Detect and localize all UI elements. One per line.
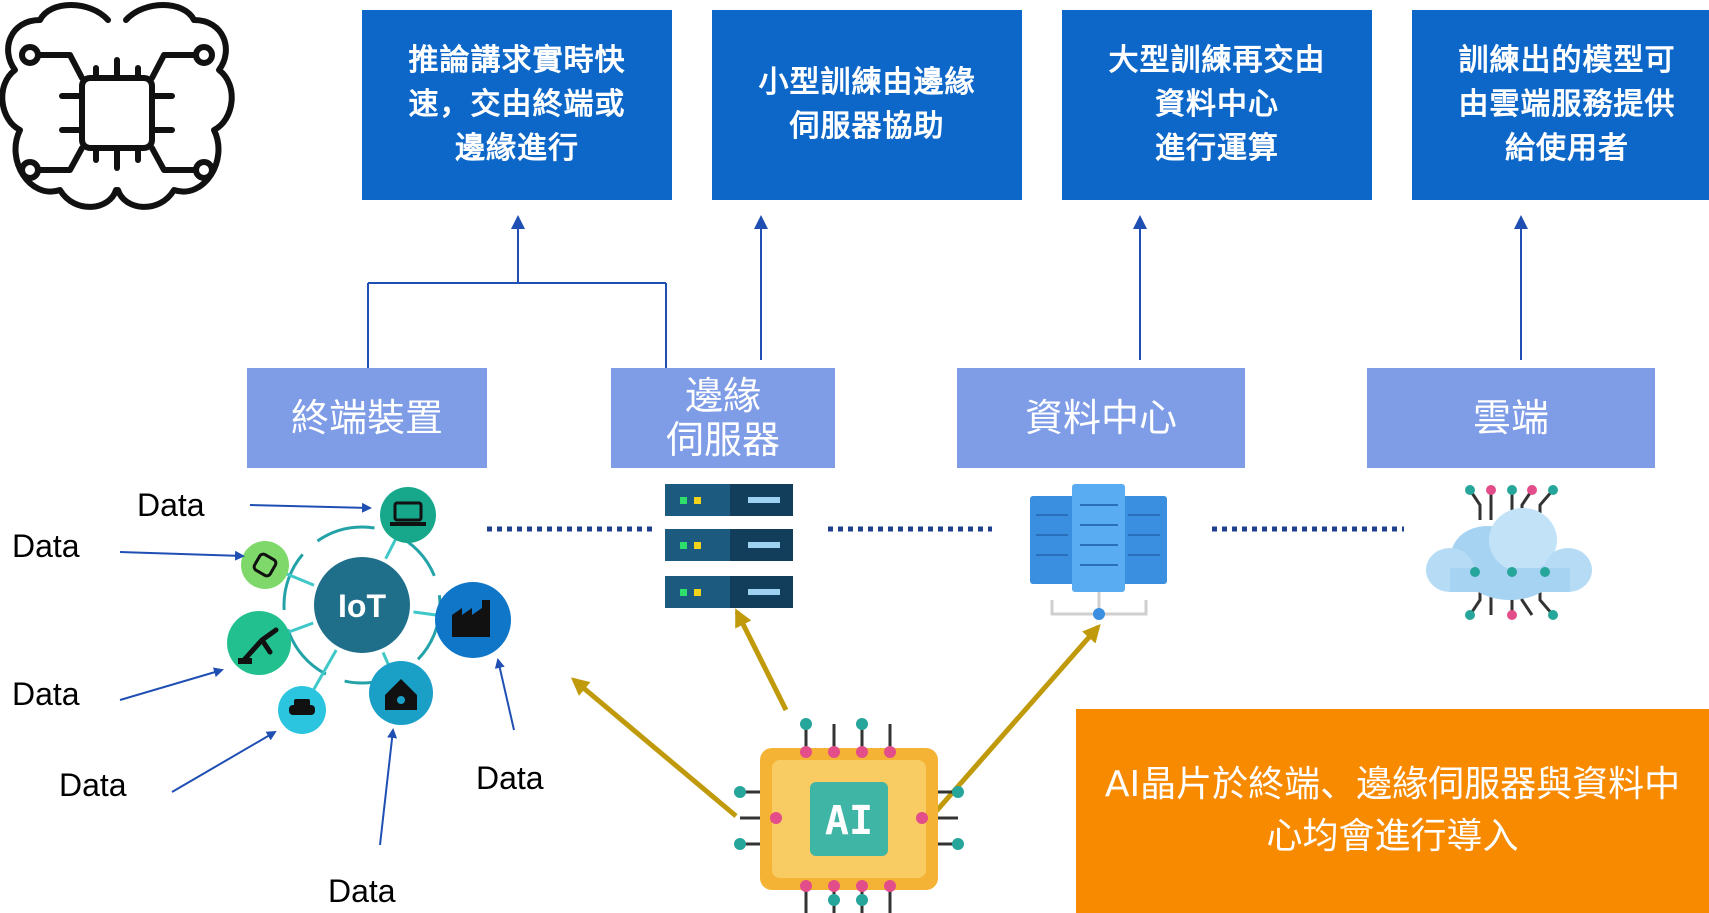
- cloud-icon: [1426, 485, 1592, 620]
- data-label: Data: [12, 676, 80, 712]
- category-edge-server: 邊緣 伺服器: [611, 368, 835, 468]
- data-label: Data: [12, 528, 80, 564]
- smart-home-node-icon: [369, 661, 433, 725]
- cloud-service-box-text: 訓練出的模型可 由雲端服務提供 給使用者: [1458, 43, 1676, 166]
- category-data-center: 資料中心: [957, 368, 1245, 468]
- inference-box-text: 推論講求實時快 速，交由終端或 邊緣進行: [408, 43, 626, 166]
- small-training-box: 小型訓練由邊緣 伺服器協助: [712, 10, 1022, 200]
- ai-chip-label: AI: [825, 798, 873, 844]
- ai-chip-callout: AI晶片於終端、邊緣伺服器與資料中心均會進行導入: [1076, 709, 1709, 913]
- data-arrows: [119, 502, 515, 846]
- category-edge-server-label: 邊緣 伺服器: [665, 374, 780, 462]
- wearable-node-icon: [241, 541, 289, 589]
- category-terminal-device-label: 終端裝置: [290, 396, 443, 440]
- category-cloud: 雲端: [1367, 368, 1655, 468]
- factory-node-icon: [435, 582, 511, 658]
- iot-cluster: IoT: [227, 487, 511, 734]
- car-node-icon: [278, 686, 326, 734]
- data-label: Data: [328, 873, 396, 909]
- category-cloud-label: 雲端: [1472, 396, 1549, 440]
- data-label: Data: [59, 767, 127, 803]
- ai-chip-callout-text: AI晶片於終端、邊緣伺服器與資料中心均會進行導入: [1104, 764, 1681, 857]
- data-label: Data: [137, 487, 205, 523]
- ai-chip-icon: AI: [734, 718, 964, 913]
- iot-hub-label: IoT: [338, 588, 386, 624]
- small-training-box-text: 小型訓練由邊緣 伺服器協助: [758, 65, 976, 144]
- robot-arm-node-icon: [227, 611, 291, 675]
- chip-arrows: [570, 608, 1101, 818]
- data-label: Data: [476, 760, 544, 796]
- large-training-box-text: 大型訓練再交由 資料中心 進行運算: [1108, 43, 1326, 166]
- inference-box: 推論講求實時快 速，交由終端或 邊緣進行: [362, 10, 672, 200]
- cloud-service-box: 訓練出的模型可 由雲端服務提供 給使用者: [1412, 10, 1709, 200]
- large-training-box: 大型訓練再交由 資料中心 進行運算: [1062, 10, 1372, 200]
- brain-chip-icon: [0, 2, 235, 210]
- laptop-node-icon: [380, 487, 436, 543]
- category-data-center-label: 資料中心: [1024, 396, 1177, 440]
- connector-terminal-edge: [367, 282, 667, 368]
- edge-server-icon: [665, 484, 793, 608]
- category-terminal-device: 終端裝置: [247, 368, 487, 468]
- data-center-icon: [1030, 484, 1167, 620]
